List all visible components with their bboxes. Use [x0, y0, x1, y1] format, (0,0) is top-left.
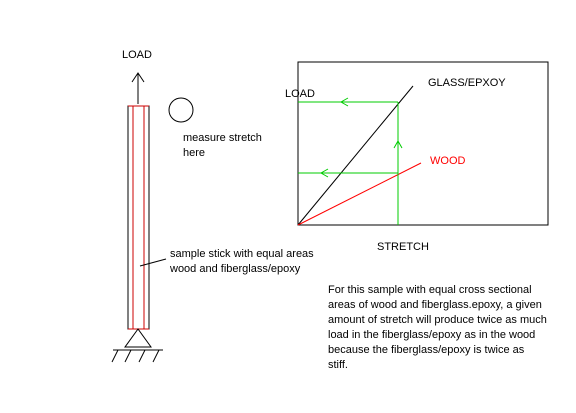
- load-stretch-graph: LOAD STRETCH GLASS/EPXOY WOOD: [285, 61, 549, 253]
- graph-x-label: STRETCH: [377, 241, 429, 253]
- sample-pointer-line: [139, 258, 167, 267]
- explanation-line-4: load in the fiberglass/epoxy as in the w…: [328, 329, 536, 341]
- ground-hatch-4: [152, 349, 160, 363]
- load-label: LOAD: [122, 49, 152, 61]
- load-arrow-head: [131, 72, 145, 83]
- explanation-line-3: amount of stretch will produce twice as …: [328, 314, 547, 326]
- sample-label-line-1: sample stick with equal areas: [170, 248, 314, 260]
- sample-label-line-2: wood and fiberglass/epoxy: [169, 263, 301, 275]
- glass-epoxy-label: GLASS/EPXOY: [428, 77, 506, 89]
- wood-load-arrowhead: [319, 168, 329, 178]
- graph-frame: [297, 61, 549, 226]
- explanation-line-1: For this sample with equal cross section…: [328, 284, 532, 296]
- measure-gauge-circle: [168, 97, 194, 123]
- ground-hatch-2: [124, 349, 132, 363]
- explanation-line-5: because the fiberglass/epoxy is twice as: [328, 344, 525, 356]
- measure-label-line-2: here: [183, 147, 205, 159]
- ground-hatch-3: [138, 349, 146, 363]
- measure-label-line-1: measure stretch: [183, 132, 262, 144]
- explanation-line-6: stiff.: [328, 359, 348, 371]
- glass-load-arrowhead: [339, 97, 349, 107]
- ground-hatch-1: [111, 349, 119, 363]
- wood-label: WOOD: [430, 155, 465, 167]
- explanation-text: For this sample with equal cross section…: [328, 283, 547, 373]
- explanation-line-2: areas of wood and fiberglass.epoxy, a gi…: [328, 299, 542, 311]
- glass-epoxy-line: [297, 85, 414, 226]
- sample-stick-figure: LOAD measure stretch here sample stick w…: [111, 49, 314, 363]
- support-pin: [124, 328, 152, 348]
- wood-line: [297, 162, 422, 226]
- stretch-marker-arrowhead: [393, 139, 403, 149]
- sample-stick: [127, 105, 150, 330]
- graph-y-label: LOAD: [285, 88, 315, 100]
